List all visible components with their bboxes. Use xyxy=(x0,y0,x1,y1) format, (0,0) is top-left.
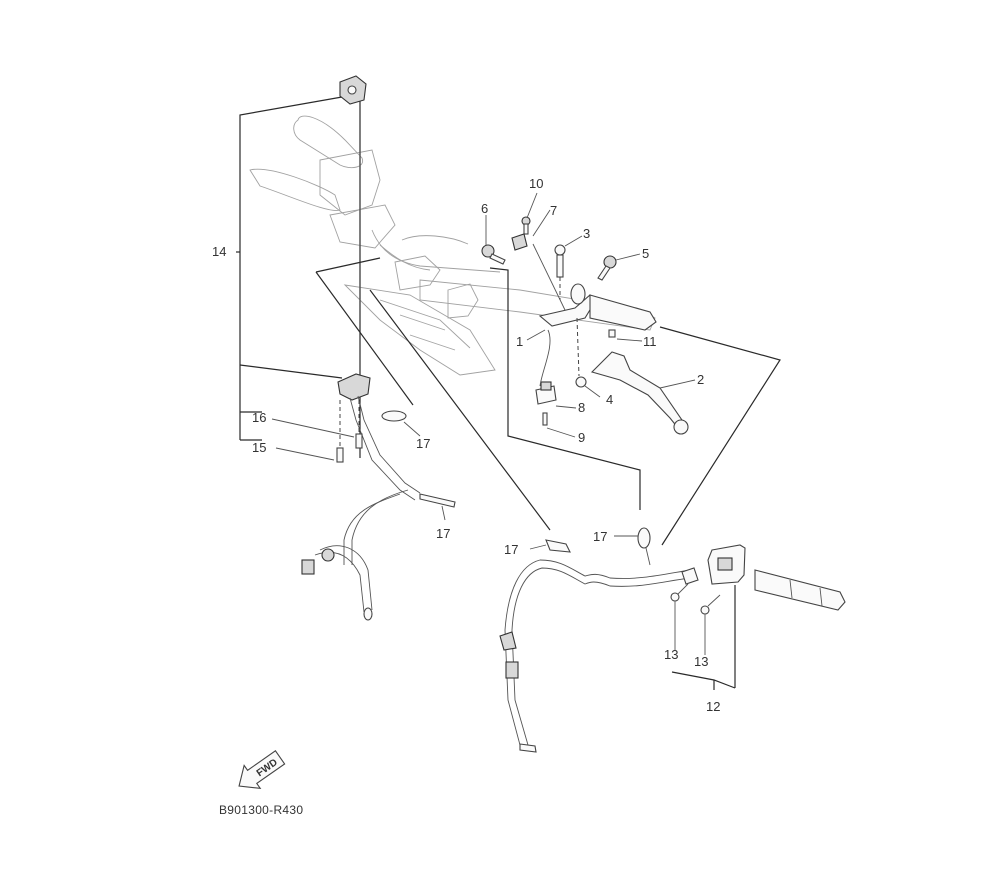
switch-8 xyxy=(535,329,577,409)
callout-11: 11 xyxy=(643,334,657,349)
diagram-code: B901300-R430 xyxy=(219,803,303,817)
pivot-bolt-3 xyxy=(554,235,583,300)
left-wire-harness xyxy=(301,489,456,621)
screw-16 xyxy=(271,400,363,449)
callout-14: 14 xyxy=(212,244,226,259)
lever-2 xyxy=(590,351,696,435)
callout-10: 10 xyxy=(529,176,543,191)
screw-13-left xyxy=(670,583,689,650)
group-boundary-left xyxy=(315,257,551,531)
callouts: 1 2 3 4 5 6 7 8 9 10 11 12 13 13 14 15 1… xyxy=(212,176,720,714)
lever-holder-1 xyxy=(526,283,657,341)
band-17-upper xyxy=(381,410,421,437)
callout-12: 12 xyxy=(706,699,720,714)
bracket-12 xyxy=(671,585,736,690)
nut-4 xyxy=(575,317,601,398)
right-wire-harness xyxy=(499,559,699,753)
bolt-5 xyxy=(597,253,641,281)
callout-13-right: 13 xyxy=(694,654,708,669)
screw-13-right xyxy=(700,594,721,655)
left-switch-lower-part xyxy=(337,373,421,501)
callout-16: 16 xyxy=(252,410,266,425)
left-switch-upper-part xyxy=(339,75,367,105)
handlebar-ghost xyxy=(249,115,656,376)
callout-17-upper: 17 xyxy=(416,436,430,451)
bracket-14 xyxy=(236,96,343,441)
collar-11 xyxy=(608,329,643,342)
group-boundary-right xyxy=(489,267,781,546)
band-17-middle xyxy=(529,539,571,553)
callout-9: 9 xyxy=(578,430,585,445)
callout-3: 3 xyxy=(583,226,590,241)
callout-15: 15 xyxy=(252,440,266,455)
band-17-right xyxy=(614,527,651,566)
callout-8: 8 xyxy=(578,400,585,415)
callout-17-lower: 17 xyxy=(436,526,450,541)
screw-9 xyxy=(542,412,576,438)
forward-arrow-icon: FWD xyxy=(238,750,286,790)
callout-1: 1 xyxy=(516,334,523,349)
callout-4: 4 xyxy=(606,392,613,407)
bolt-6 xyxy=(481,215,506,265)
callout-17-middle: 17 xyxy=(504,542,518,557)
screw-15 xyxy=(275,400,344,463)
right-switch-12 xyxy=(707,544,846,611)
callout-2: 2 xyxy=(697,372,704,387)
callout-6: 6 xyxy=(481,201,488,216)
callout-5: 5 xyxy=(642,246,649,261)
callout-7: 7 xyxy=(550,203,557,218)
callout-17-right: 17 xyxy=(593,529,607,544)
bolt-10 xyxy=(521,192,538,235)
callout-13-left: 13 xyxy=(664,647,678,662)
